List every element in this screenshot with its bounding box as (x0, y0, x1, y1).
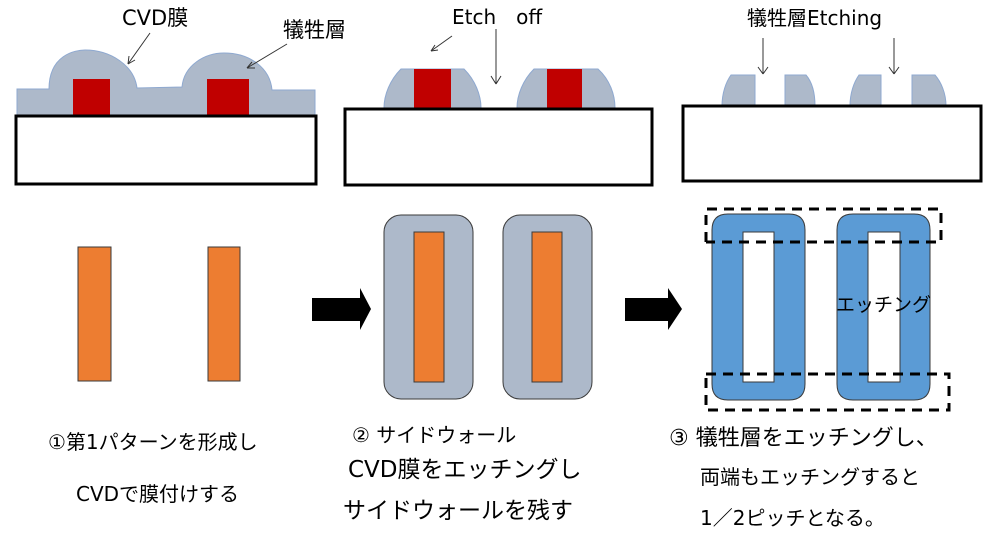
right-arrow-icon (312, 288, 371, 330)
caption-step2-line3: サイドウォールを残す (343, 498, 573, 524)
caption-step3-line1: ③ 犠牲層をエッチングし、 (669, 426, 938, 451)
label-sacrificial-layer: 犠牲層 (283, 18, 346, 42)
sidewall-ring (836, 213, 931, 401)
sidewall-ring (711, 213, 806, 401)
substrate (681, 104, 983, 183)
label-sacrificial-etching: 犠牲層Etching (747, 6, 883, 30)
pointer-arrowhead (888, 66, 900, 75)
cross-section-step1 (14, 32, 318, 186)
sidewall-spacer (784, 74, 816, 107)
etch-region-top (704, 207, 943, 244)
caption-step2-line2: CVD膜をエッチングし (348, 457, 582, 483)
plan-view-step1 (77, 246, 241, 382)
cvd-film-layer (16, 49, 316, 116)
sacrificial-block (73, 79, 110, 116)
sidewall-spacer (721, 74, 756, 107)
caption-step1-line1: ①第1パターンを形成し (48, 430, 258, 454)
sacrificial-block (414, 69, 451, 109)
caption-step3-line2: 両端もエッチングすると (700, 465, 920, 489)
cross-section-step2 (343, 29, 654, 187)
plan-view-step2 (383, 214, 593, 400)
right-arrow-icon (625, 288, 682, 330)
caption-step1-line2: CVDで膜付けする (76, 482, 240, 506)
sidewall-spacer (849, 74, 882, 107)
caption-step2-line1: ② サイドウォール (352, 423, 517, 447)
pointer-arrowhead (246, 61, 255, 69)
first-pattern-line (77, 246, 112, 382)
sidewall-spacer (911, 74, 947, 107)
pointer-arrowhead (490, 75, 502, 85)
first-pattern-line (413, 231, 445, 383)
label-etch-off: Etch off (452, 5, 543, 29)
caption-step3-line3: 1／2ピッチとなる。 (700, 506, 885, 530)
pointer-arrowhead (127, 55, 136, 65)
etch-region-bottom (704, 372, 951, 412)
first-pattern-line (207, 246, 241, 382)
label-etching-region: エッチング (836, 294, 932, 316)
pointer-arrowhead (430, 44, 439, 52)
pointer-arrowhead (757, 66, 769, 75)
pointer-arrow (246, 43, 288, 69)
sacrificial-block (207, 79, 249, 116)
substrate (343, 107, 654, 187)
sacrificial-block (547, 69, 582, 109)
cross-section-step3 (681, 38, 983, 183)
first-pattern-line (531, 231, 563, 383)
pointer-arrow (430, 35, 453, 52)
plan-view-step3 (704, 207, 951, 412)
substrate (14, 114, 318, 186)
pointer-arrow (127, 32, 151, 65)
label-cvd-film: CVD膜 (122, 6, 189, 30)
